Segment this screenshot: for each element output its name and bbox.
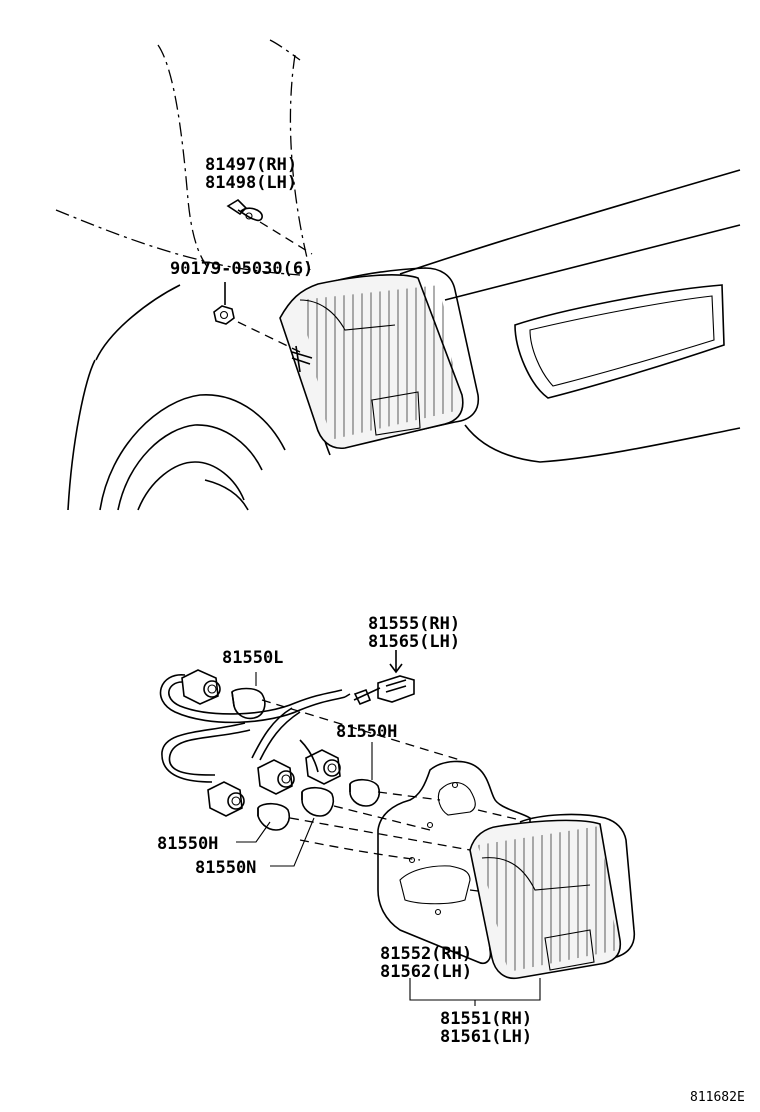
part-labels: 81497(RH) 81498(LH) 90179-05030(6) 81555…: [157, 155, 745, 1105]
nut-dash-line: [237, 321, 301, 353]
label-clip-rh: 81497(RH): [205, 155, 297, 175]
diagram-code: 811682E: [690, 1090, 745, 1105]
socket-lower-left: [207, 781, 245, 817]
label-socket-wire-lh: 81565(LH): [368, 632, 460, 652]
label-bulb-l: 81550L: [222, 648, 283, 668]
label-clip-lh: 81498(LH): [205, 173, 297, 193]
clip-leader: [259, 221, 313, 255]
label-leaders: [236, 672, 541, 1006]
bulb-81550H-lower: [257, 802, 291, 831]
label-nut: 90179-05030(6): [170, 259, 313, 279]
label-bulb-h-top: 81550H: [336, 722, 397, 742]
label-socket-wire-rh: 81555(RH): [368, 614, 460, 634]
socket-center: [257, 759, 295, 795]
tail-lamp-exploded: [469, 813, 636, 980]
label-lamp-rh: 81551(RH): [440, 1009, 532, 1029]
label-gasket-rh: 81552(RH): [380, 944, 472, 964]
nut-part: [213, 305, 235, 325]
bulb-81550L: [231, 687, 266, 720]
projection-lines: [261, 699, 521, 896]
label-bulb-h-left: 81550H: [157, 834, 218, 854]
clip-part: [226, 198, 263, 222]
socket-right: [305, 749, 341, 785]
connector-leader: [389, 650, 403, 674]
socket-upper-left: [181, 669, 221, 705]
vehicle-body-outline: [55, 39, 741, 511]
label-lamp-lh: 81561(LH): [440, 1027, 532, 1047]
bulb-81550H-upper: [349, 778, 381, 807]
bulb-81550N: [301, 786, 335, 817]
label-gasket-lh: 81562(LH): [380, 962, 472, 982]
connector-part: [353, 675, 415, 706]
tail-lamp-installed: [279, 267, 480, 450]
label-bulb-n: 81550N: [195, 858, 256, 878]
